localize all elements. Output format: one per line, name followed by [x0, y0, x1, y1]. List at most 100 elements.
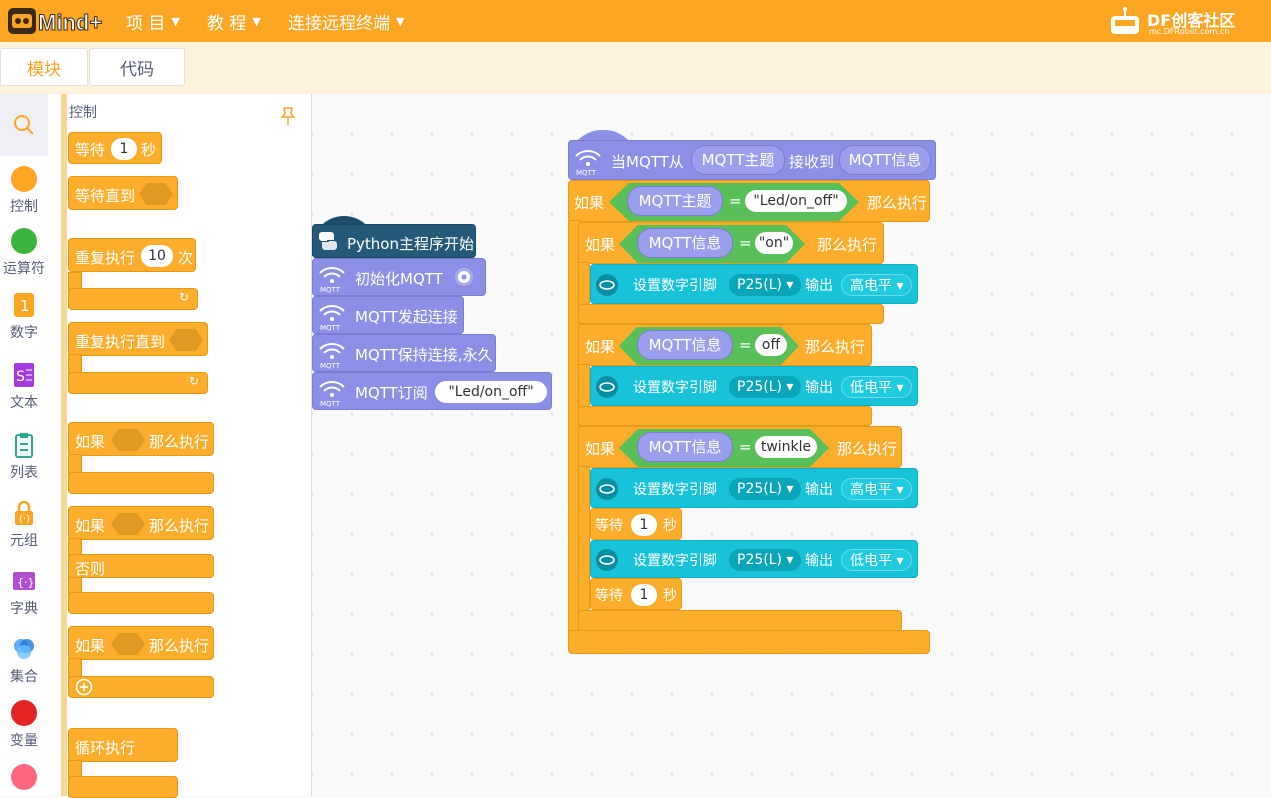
mqtt-subscribe-block[interactable]: MQTT MQTT订阅 "Led/on_off": [312, 372, 552, 410]
python-main-hat-block[interactable]: Python主程序开始: [312, 224, 476, 258]
mqtt-connect-block[interactable]: MQTT MQTT发起连接: [312, 296, 464, 334]
pin-dropdown[interactable]: P25(L) ▾: [729, 274, 802, 296]
category-tuple[interactable]: (·)元组: [0, 500, 48, 550]
top-bar: Mind+ 项 目▼ 教 程▼ 连接远程终端▼ DF创客社区 mc.DFRobo…: [0, 0, 1271, 42]
svg-text:S: S: [16, 369, 25, 385]
chevron-down-icon: ▼: [396, 15, 405, 28]
hat-message-variable[interactable]: MQTT信息: [839, 145, 931, 175]
pin-dropdown[interactable]: P25(L) ▾: [729, 376, 802, 398]
palette-repeat-until-block[interactable]: 重复执行直到: [68, 322, 208, 356]
if-on-block[interactable]: 如果 MQTT信息 = "on" 那么执行: [578, 222, 884, 264]
mqtt-keep-alive-block[interactable]: MQTT MQTT保持连接,永久: [312, 334, 496, 372]
code-workspace[interactable]: Python主程序开始 MQTT 初始化MQTT MQTT MQTT发起连接 M…: [312, 94, 1271, 796]
condition-slot[interactable]: [169, 329, 203, 351]
svg-text:(·): (·): [19, 514, 30, 525]
wait-block-1[interactable]: 等待 1 秒: [590, 508, 682, 540]
if-off-block[interactable]: 如果 MQTT信息 = off 那么执行: [578, 324, 872, 366]
topic-compare-input[interactable]: "Led/on_off": [745, 190, 847, 212]
pin-chip-icon: [596, 274, 618, 296]
palette-wait-until-block[interactable]: 等待直到: [68, 176, 178, 210]
menu-project[interactable]: 项 目▼: [126, 14, 180, 34]
repeat-count-input[interactable]: 10: [141, 245, 173, 267]
tab-code[interactable]: 代码: [89, 48, 185, 86]
hat-topic-variable[interactable]: MQTT主题: [691, 145, 785, 175]
condition-slot[interactable]: [111, 429, 145, 451]
svg-text:{·}: {·}: [17, 576, 35, 589]
operators-dot-icon: [11, 228, 37, 254]
add-branch-icon[interactable]: [75, 678, 93, 696]
df-community-logo[interactable]: DF创客社区 mc.DFRobot.com.cn: [1105, 6, 1255, 38]
svg-text:Mind+: Mind+: [38, 10, 102, 35]
condition-slot[interactable]: [111, 513, 145, 535]
pin-chip-icon: [596, 549, 618, 571]
level-dropdown[interactable]: 低电平 ▾: [841, 549, 913, 571]
category-control[interactable]: 控制: [0, 166, 48, 216]
palette-wait-block[interactable]: 等待 1 秒: [68, 132, 162, 164]
condition-slot[interactable]: [111, 633, 145, 655]
set-pin-low-block-2[interactable]: 设置数字引脚 P25(L) ▾ 输出 低电平 ▾: [590, 540, 918, 578]
if-twinkle-block[interactable]: 如果 MQTT信息 = twinkle 那么执行: [578, 426, 902, 468]
menu-tutorial[interactable]: 教 程▼: [207, 14, 261, 34]
compare-twinkle-input[interactable]: twinkle: [755, 436, 817, 458]
category-functions[interactable]: [0, 764, 48, 794]
mqtt-wifi-icon: MQTT: [319, 267, 345, 294]
control-dot-icon: [11, 166, 37, 192]
set-pin-high-block-2[interactable]: 设置数字引脚 P25(L) ▾ 输出 高电平 ▾: [590, 468, 918, 508]
category-variables[interactable]: 变量: [0, 700, 48, 750]
repeat-until-block-end: ↻: [68, 372, 208, 394]
svg-text:1: 1: [20, 297, 30, 315]
pin-icon[interactable]: [279, 106, 297, 126]
outer-if-block[interactable]: 如果 MQTT主题 = "Led/on_off" 那么执行: [568, 180, 930, 222]
wait-seconds-input[interactable]: 1: [631, 584, 657, 606]
level-dropdown[interactable]: 高电平 ▾: [841, 274, 913, 296]
pin-dropdown[interactable]: P25(L) ▾: [729, 478, 802, 500]
tab-bar: [0, 42, 1271, 94]
block-palette: 控制 等待 1 秒 等待直到 重复执行 10 次 ↻ 重复执行直到 ↻ 如果 那…: [67, 94, 312, 798]
wait-seconds-input[interactable]: 1: [631, 514, 657, 536]
loop-arrow-icon: ↻: [188, 374, 199, 388]
palette-forever-block[interactable]: 循环执行: [68, 728, 178, 762]
palette-repeat-block[interactable]: 重复执行 10 次: [68, 238, 196, 272]
set-venn-icon: [11, 636, 37, 662]
mqtt-wifi-icon: MQTT: [319, 343, 345, 370]
svg-text:MQTT: MQTT: [320, 324, 341, 332]
category-set[interactable]: 集合: [0, 636, 48, 686]
chevron-down-icon: ▼: [252, 15, 261, 28]
mqtt-wifi-icon: MQTT: [319, 381, 345, 408]
svg-text:MQTT: MQTT: [320, 362, 341, 370]
pin-dropdown[interactable]: P25(L) ▾: [729, 549, 802, 571]
category-list[interactable]: 列表: [0, 432, 48, 482]
palette-if-else-block[interactable]: 如果 那么执行: [68, 506, 214, 540]
menu-remote-terminal[interactable]: 连接远程终端▼: [288, 14, 405, 34]
palette-scrollbar[interactable]: [61, 94, 67, 796]
palette-if-block[interactable]: 如果 那么执行: [68, 422, 214, 456]
condition-slot[interactable]: [139, 183, 173, 205]
wait-block-2[interactable]: 等待 1 秒: [590, 578, 682, 610]
variables-dot-icon: [11, 700, 37, 726]
mindplus-logo: Mind+: [6, 4, 106, 38]
set-pin-low-block-1[interactable]: 设置数字引脚 P25(L) ▾ 输出 低电平 ▾: [590, 366, 918, 406]
category-search[interactable]: [0, 94, 48, 156]
tab-blocks[interactable]: 模块: [0, 48, 88, 86]
gear-icon[interactable]: [453, 266, 475, 288]
mqtt-receive-hat-block[interactable]: MQTT 当MQTT从 MQTT主题 接收到 MQTT信息: [568, 140, 936, 180]
subscribe-topic-input[interactable]: "Led/on_off": [435, 381, 547, 403]
level-dropdown[interactable]: 低电平 ▾: [841, 376, 913, 398]
outer-if-block-end: [568, 630, 930, 654]
list-icon: [11, 432, 37, 458]
functions-dot-icon: [11, 764, 37, 790]
wait-seconds-input[interactable]: 1: [111, 138, 137, 160]
level-dropdown[interactable]: 高电平 ▾: [841, 478, 913, 500]
category-operators[interactable]: 运算符: [0, 228, 48, 278]
dict-icon: {·}: [11, 568, 37, 594]
category-dict[interactable]: {·}字典: [0, 568, 48, 618]
mqtt-init-block[interactable]: MQTT 初始化MQTT: [312, 258, 486, 296]
python-icon: [319, 232, 337, 250]
compare-off-input[interactable]: off: [755, 334, 787, 356]
compare-on-input[interactable]: "on": [755, 232, 793, 254]
palette-if-elif-block[interactable]: 如果 那么执行: [68, 626, 214, 660]
set-pin-high-block-1[interactable]: 设置数字引脚 P25(L) ▾ 输出 高电平 ▾: [590, 264, 918, 304]
